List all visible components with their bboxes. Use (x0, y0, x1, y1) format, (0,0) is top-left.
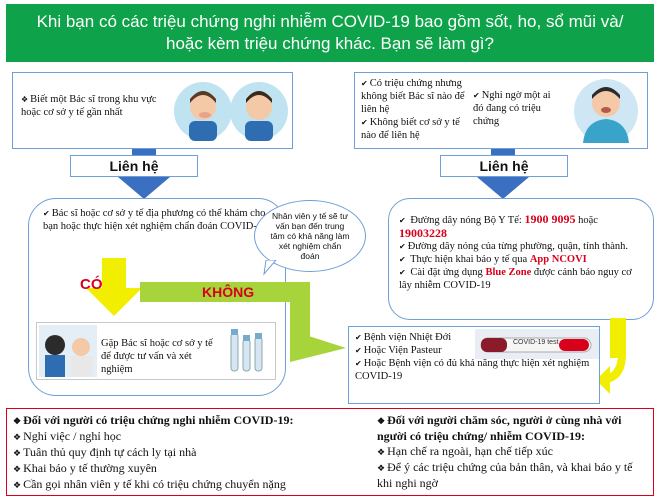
swab-test-illustration (39, 325, 97, 377)
hospital-panel: Bệnh viện Nhiệt Đới Hoặc Viện Pasteur Ho… (348, 326, 600, 404)
left-top-panel: Biết một Bác sĩ trong khu vực hoặc cơ sở… (12, 72, 293, 149)
bottom-left-item-4: Cần gọi nhân viên y tế khi có triệu chứn… (13, 477, 353, 493)
left-top-text: Biết một Bác sĩ trong khu vực hoặc cơ sở… (21, 93, 171, 119)
right-top-item1: Có triệu chứng nhưng không biết Bác sĩ n… (361, 77, 471, 116)
inner-test-box: Gặp Bác sĩ hoặc cơ sở y tế để được tư vấ… (36, 322, 276, 380)
bottom-right-item-1: Hạn chế ra ngoài, hạn chế tiếp xúc (377, 444, 649, 460)
bluezone-item: Cài đặt ứng dụng Blue Zone được cảnh báo… (399, 266, 645, 292)
tube-label: COVID-19 test (513, 339, 559, 346)
callout-tail (263, 260, 277, 276)
coughing-person-illustration (574, 79, 638, 143)
left-mid-text: Bác sĩ hoặc cơ sở y tế địa phương có thể… (43, 207, 271, 233)
bottom-right-heading: Đối với người chăm sóc, người ở cùng nhà… (377, 413, 649, 444)
lien-he-right: Liên hệ (440, 155, 568, 177)
hospital-item-3: Hoặc Bệnh viện có đủ khả năng thực hiện … (355, 357, 595, 383)
callout-bubble: Nhân viên y tế sẽ tư vấn bạn đến trung t… (254, 200, 366, 272)
callout-text: Nhân viên y tế sẽ tư vấn bạn đến trung t… (270, 211, 350, 261)
hotline-1: 1900 9095 (524, 212, 576, 226)
right-mid-panel: Đường dây nóng Bộ Y Tế: 1900 9095 hoặc 1… (388, 198, 654, 320)
right-top-col1: Có triệu chứng nhưng không biết Bác sĩ n… (361, 77, 471, 142)
khong-label: KHÔNG (202, 284, 255, 300)
ncovi-item: Thực hiện khai báo y tế qua App NCOVI (399, 253, 645, 266)
hotline-2: 19003228 (399, 226, 447, 240)
bottom-right-item-2: Để ý các triệu chứng của bản thân, và kh… (377, 460, 649, 491)
test-tube-icon (480, 337, 592, 353)
bottom-left-item-2: Tuân thủ quy định tự cách ly tại nhà (13, 445, 353, 461)
yellow-arrow-co (86, 258, 142, 316)
test-tube-photo: COVID-19 test (475, 329, 599, 359)
yellow-arrow-right (596, 318, 626, 394)
bottom-right-col: Đối với người chăm sóc, người ở cùng nhà… (377, 413, 649, 491)
bottom-left-item-1: Nghỉ việc / nghỉ học (13, 429, 353, 445)
bottom-advice-box: Đối với người có triệu chứng nghi nhiễm … (6, 408, 654, 496)
hotline-prefix: Đường dây nóng Bộ Y Tế: (410, 215, 525, 226)
green-arrow-khong (140, 282, 346, 362)
bottom-left-item-3: Khai báo y tế thường xuyên (13, 461, 353, 477)
doctor-illustration (174, 82, 288, 141)
page-title: Khi bạn có các triệu chứng nghi nhiễm CO… (36, 12, 624, 53)
right-top-panel: Có triệu chứng nhưng không biết Bác sĩ n… (354, 72, 648, 149)
local-hotline-item: Đường dây nóng của từng phường, quận, tỉ… (399, 240, 645, 253)
hospital-item-1: Bệnh viện Nhiệt Đới (355, 331, 595, 344)
bluezone-app: Blue Zone (485, 267, 532, 278)
hospital-list: Bệnh viện Nhiệt Đới Hoặc Viện Pasteur Ho… (355, 331, 595, 383)
right-top-item3: Nghi ngờ một ai đó đang có triệu chứng (473, 89, 563, 128)
bluezone-prefix: Cài đặt ứng dụng (410, 267, 486, 278)
bluezone-suffix: được cảnh báo nguy cơ lây nhiễm COVID-19 (399, 267, 632, 291)
inner-box-text: Gặp Bác sĩ hoặc cơ sở y tế để được tư vấ… (101, 338, 213, 375)
ncovi-app: App NCOVI (529, 254, 587, 265)
test-tubes-icon (230, 329, 263, 372)
hotline-item: Đường dây nóng Bộ Y Tế: 1900 9095 hoặc 1… (399, 213, 645, 240)
hospital-item-2: Hoặc Viện Pasteur (355, 344, 595, 357)
title-banner: Khi bạn có các triệu chứng nghi nhiễm CO… (6, 4, 654, 62)
right-top-item2: Không biết cơ sở y tế nào để liên hệ (361, 116, 471, 142)
co-label: CÓ (80, 276, 103, 293)
right-mid-list: Đường dây nóng Bộ Y Tế: 1900 9095 hoặc 1… (399, 213, 645, 292)
ncovi-prefix: Thực hiện khai báo y tế qua (410, 254, 530, 265)
bottom-left-col: Đối với người có triệu chứng nghi nhiễm … (13, 413, 353, 493)
bottom-left-heading: Đối với người có triệu chứng nghi nhiễm … (13, 413, 353, 429)
lien-he-left: Liên hệ (70, 155, 198, 177)
hotline-or: hoặc (575, 215, 598, 226)
